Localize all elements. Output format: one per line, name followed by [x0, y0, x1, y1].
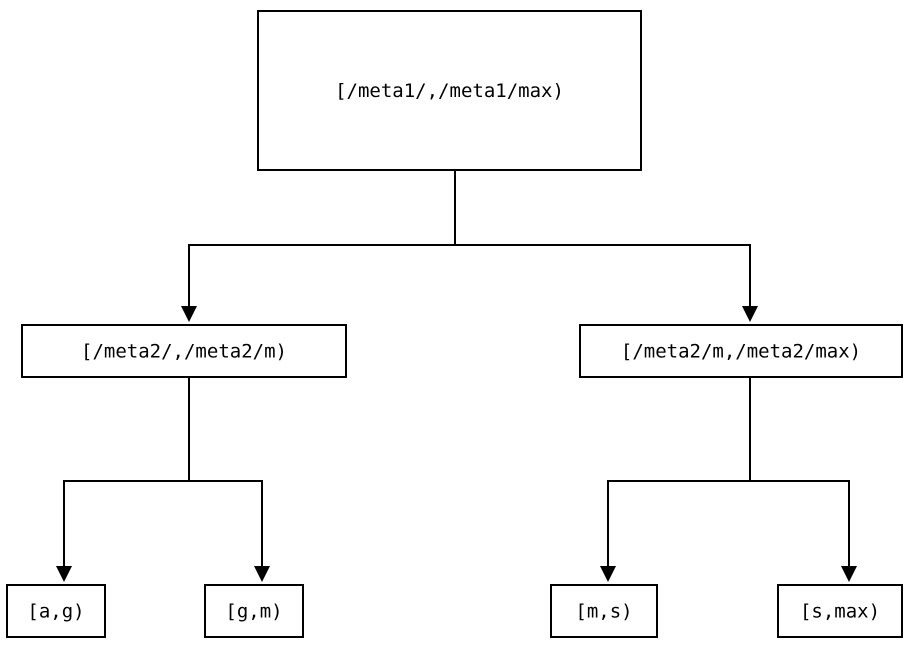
arrowhead-down-icon — [56, 566, 72, 582]
connector-branch — [188, 244, 455, 306]
node-box[interactable] — [257, 10, 642, 171]
node-label: [/meta1/,/meta1/max) — [335, 80, 564, 102]
tree-node-leaf-a-g[interactable]: [a,g) — [6, 584, 106, 638]
connector-leaf-g-m — [188, 377, 270, 582]
connector-mid-left — [181, 170, 456, 322]
node-box[interactable] — [6, 584, 106, 638]
arrowhead-down-icon — [600, 566, 616, 582]
tree-node-leaf-g-m[interactable]: [g,m) — [204, 584, 304, 638]
node-box[interactable] — [579, 324, 903, 378]
connector-leaf-s-max — [749, 377, 857, 582]
node-label: [g,m) — [225, 601, 282, 623]
connector-branch — [455, 244, 751, 306]
node-box[interactable] — [550, 584, 658, 638]
tree-node-mid-right[interactable]: [/meta2/m,/meta2/max) — [579, 324, 903, 378]
tree-node-leaf-s-max[interactable]: [s,max) — [777, 584, 903, 638]
connector-branch — [63, 480, 189, 566]
connector-branch — [189, 480, 263, 566]
tree-node-mid-left[interactable]: [/meta2/,/meta2/m) — [21, 324, 347, 378]
arrowhead-down-icon — [742, 306, 758, 322]
node-label: [s,max) — [800, 601, 880, 623]
arrowhead-down-icon — [841, 566, 857, 582]
node-label: [/meta2/m,/meta2/max) — [621, 341, 861, 363]
node-layer: [/meta1/,/meta1/max) [/meta2/,/meta2/m) [/… — [6, 10, 903, 638]
connector-mid-right — [454, 170, 758, 322]
arrowhead-down-icon — [181, 306, 197, 322]
connector-leaf-m-s — [600, 377, 751, 582]
arrowhead-down-icon — [254, 566, 270, 582]
tree-node-root[interactable]: [/meta1/,/meta1/max) — [257, 10, 642, 171]
node-label: [m,s) — [575, 601, 632, 623]
node-box[interactable] — [777, 584, 903, 638]
node-box[interactable] — [21, 324, 347, 378]
connector-layer — [56, 170, 857, 582]
tree-node-leaf-m-s[interactable]: [m,s) — [550, 584, 658, 638]
node-label: [a,g) — [27, 601, 84, 623]
connector-branch — [750, 480, 850, 566]
connector-leaf-a-g — [56, 377, 190, 582]
node-label: [/meta2/,/meta2/m) — [81, 341, 287, 363]
connector-branch — [607, 480, 750, 566]
node-box[interactable] — [204, 584, 304, 638]
